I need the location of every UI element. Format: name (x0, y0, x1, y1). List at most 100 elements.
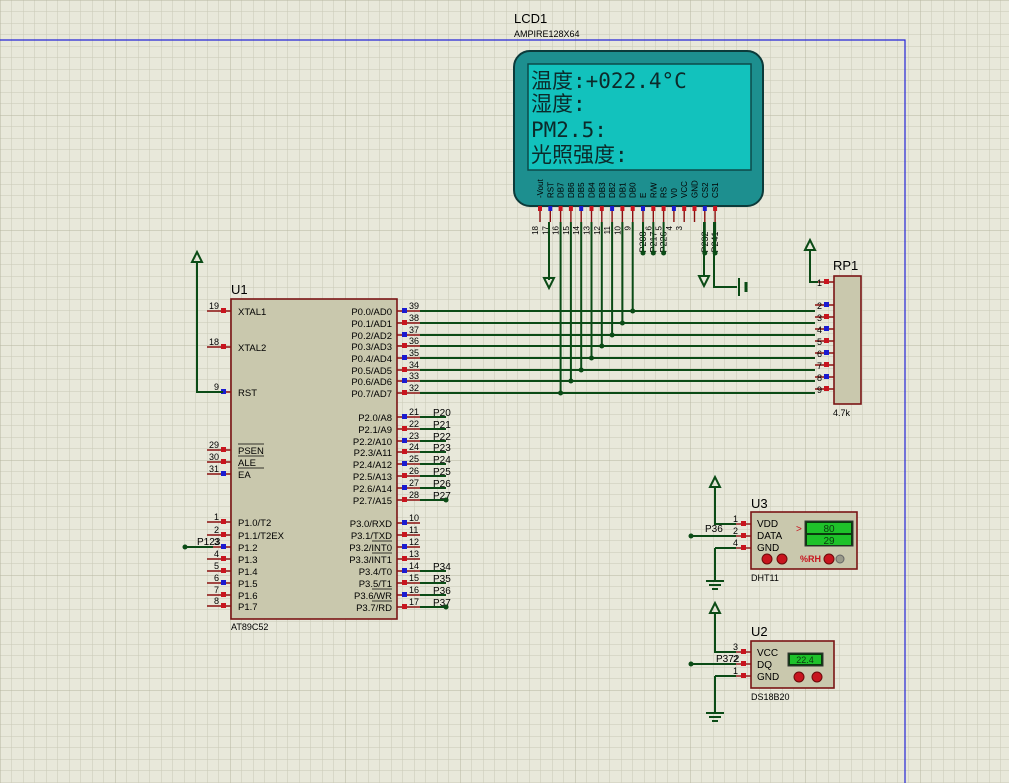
lcd-pin-name: DB2 (608, 182, 617, 198)
u1-pin-name: P1.2 (238, 543, 258, 554)
rp1-pin-terminal (824, 374, 829, 379)
lcd-pin-name: DB6 (567, 182, 576, 198)
u1-pin-terminal (402, 367, 407, 372)
u2-up-button[interactable] (811, 671, 823, 683)
lcd-pin-terminal (538, 206, 542, 211)
lcd-pin-terminal (641, 206, 645, 211)
u1-pin-terminal (402, 343, 407, 348)
lcd-pin-terminal (671, 206, 676, 211)
u1-p3-net-label: P34 (433, 562, 451, 573)
u1-pin-terminal (221, 592, 226, 597)
u1-pin-terminal (402, 449, 407, 454)
junction (661, 250, 667, 256)
lcd-component[interactable]: LCD1 AMPIRE128X64 温度:+022.4°C 湿度: PM2.5:… (513, 11, 764, 256)
u3-down-button[interactable] (761, 553, 773, 565)
lcd-pin-terminal (568, 206, 573, 211)
u1-pin-name: XTAL1 (238, 307, 266, 318)
u1-pin-number: 9 (214, 382, 219, 392)
lcd-pin-number: 5 (655, 225, 664, 230)
u3-ref: U3 (751, 496, 768, 511)
u3-pin-number: 1 (733, 514, 738, 524)
u1-pin-name: P3.4/T0 (359, 567, 392, 578)
u2-pin-gnd: GND (757, 672, 779, 683)
u3-dht11-sensor[interactable]: U3 VDD DATA GND > 80 29 %RH DHT11 (750, 496, 858, 583)
lcd-pin-name: DB4 (588, 182, 597, 198)
u1-pin-terminal (402, 485, 407, 490)
u1-p3-net-label: P37 (433, 598, 451, 609)
u1-pin-number: 32 (409, 383, 419, 393)
lcd-part: AMPIRE128X64 (514, 29, 580, 39)
u1-pin-number: 15 (409, 573, 419, 583)
rp1-pin-terminal (824, 386, 829, 391)
lcd-pin-terminal (702, 206, 707, 211)
u1-pin-terminal (221, 459, 226, 464)
u1-pin-terminal (402, 568, 407, 573)
u1-pin-terminal (402, 604, 407, 609)
u1-p2-net-label: P20 (433, 408, 451, 419)
lcd-pin-terminal (661, 206, 666, 211)
junction (630, 308, 636, 314)
lcd-pin-name: CS2 (701, 182, 710, 198)
u1-pin-name: P1.7 (238, 602, 258, 613)
lcd-pin-terminal (651, 206, 656, 211)
u1-body (230, 298, 398, 620)
junction (182, 544, 188, 550)
u1-pin-terminal (402, 473, 407, 478)
lcd-ref: LCD1 (514, 11, 547, 26)
u1-pin-name: PSEN (238, 446, 264, 457)
u1-pin-name: P2.1/A9 (358, 425, 392, 436)
lcd-pin-name: DB1 (618, 182, 627, 198)
u1-pin-name: P1.4 (238, 567, 258, 578)
u1-pin-terminal (221, 308, 226, 313)
u3-pin-vdd: VDD (757, 519, 778, 530)
lcd-pin-name: DB0 (629, 182, 638, 198)
lcd-pin-name: R/W (649, 182, 658, 198)
u1-pin-number: 5 (214, 561, 219, 571)
arrow-down-icon (542, 277, 556, 291)
u1-pin-terminal (402, 332, 407, 337)
u1-pin-name: P2.2/A10 (353, 437, 392, 448)
u1-pin-terminal (402, 592, 407, 597)
u1-pin-terminal (402, 320, 407, 325)
u1-pin-terminal (221, 603, 226, 608)
u1-pin-terminal (402, 497, 407, 502)
u2-down-button[interactable] (793, 671, 805, 683)
net-label-p372: P372 (716, 654, 740, 665)
lcd-pin-terminal (620, 206, 625, 211)
u1-pin-name: P2.4/A12 (353, 460, 392, 471)
rp1-pin-terminal (824, 338, 829, 343)
rp1-pin-number: 6 (817, 349, 822, 359)
u2-pin-vcc: VCC (757, 648, 778, 659)
lcd-pin-number: 4 (665, 225, 674, 230)
lcd-line-3: PM2.5: (531, 118, 607, 142)
lcd-pin-name: DB7 (557, 182, 566, 198)
u3-arrow: > (796, 524, 802, 535)
u1-pin-number: 4 (214, 549, 219, 559)
lcd-pin-number: 14 (572, 225, 581, 234)
junction (589, 355, 594, 361)
u1-pin-terminal (402, 520, 407, 525)
u3-up-button[interactable] (776, 553, 788, 565)
rp1-pin-terminal (824, 350, 829, 355)
u1-pin-number: 28 (409, 490, 419, 500)
u1-pin-name: P0.6/AD6 (351, 377, 392, 388)
lcd-pin-number: 17 (541, 225, 550, 234)
u1-pin-terminal (221, 556, 226, 561)
lcd-pin-terminal (558, 206, 563, 211)
u3-unit: %RH (800, 554, 821, 564)
u1-pin-number: 19 (209, 301, 219, 311)
u1-pin-number: 37 (409, 325, 419, 335)
lcd-pin-name: RST (546, 182, 555, 198)
power-arrow-icon (708, 600, 722, 614)
u1-microcontroller[interactable]: U1 AT89C52 19XTAL118XTAL29RST29PSEN30ALE… (207, 282, 451, 632)
lcd-pin-terminal (692, 206, 697, 211)
junction (688, 533, 694, 539)
u1-pin-terminal (402, 438, 407, 443)
u3-mode-button[interactable] (823, 553, 835, 565)
u1-ref: U1 (231, 282, 248, 297)
